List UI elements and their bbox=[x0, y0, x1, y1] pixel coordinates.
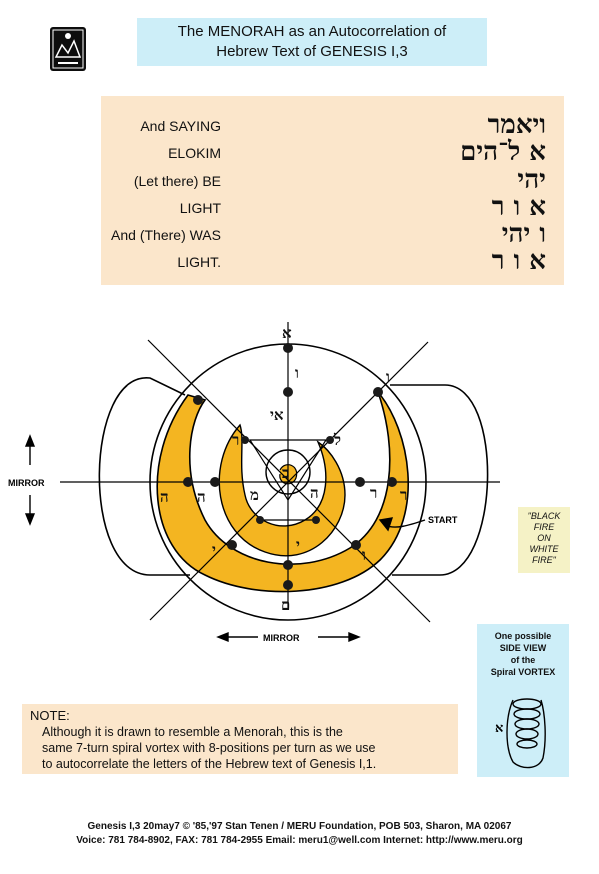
node bbox=[351, 540, 361, 550]
letter-bottom: ם bbox=[281, 596, 290, 614]
node bbox=[183, 477, 193, 487]
letter-center: ב bbox=[282, 464, 289, 482]
letter-center-right: ל bbox=[333, 431, 341, 449]
letter-inner-bottom: י bbox=[296, 536, 300, 554]
verse-english-1: And SAYING bbox=[140, 118, 221, 134]
verse-english-2: ELOKIM bbox=[168, 145, 221, 161]
start-arrow-head bbox=[378, 517, 394, 532]
note-line-3: to autocorrelate the letters of the Hebr… bbox=[42, 757, 377, 771]
verse-hebrew-2: א ל־הים bbox=[460, 137, 546, 167]
node bbox=[210, 477, 220, 487]
verse-hebrew-4: א ו ר bbox=[491, 192, 546, 222]
node bbox=[283, 343, 293, 353]
side-view-label: One possible SIDE VIEW of the Spiral VOR… bbox=[490, 631, 556, 677]
black-fire-line: FIRE" bbox=[532, 555, 556, 565]
mirror-bottom-arrow-head-right bbox=[348, 631, 361, 643]
verse-box: And SAYING ויאמר ELOKIM א ל־הים (Let the… bbox=[101, 96, 564, 285]
mirror-bottom-label: MIRROR bbox=[263, 633, 300, 643]
title-box: The MENORAH as an Autocorrelation of Heb… bbox=[137, 18, 487, 66]
node bbox=[256, 516, 264, 524]
meru-logo-icon bbox=[50, 27, 86, 71]
letter-upper-right: ו bbox=[386, 368, 390, 386]
letter-lower-left: י bbox=[212, 541, 216, 559]
note-box: NOTE: Although it is drawn to resemble a… bbox=[22, 704, 458, 774]
node bbox=[227, 540, 237, 550]
letter-left-outer: ה bbox=[160, 488, 169, 506]
note-line-2: same 7-turn spiral vortex with 8-positio… bbox=[42, 741, 376, 755]
right-lobe bbox=[390, 384, 489, 576]
black-fire-line: ON bbox=[537, 533, 551, 543]
letter-top: א bbox=[282, 324, 292, 342]
spiral-crescent-outer bbox=[156, 391, 409, 593]
verse-hebrew-3: יהי bbox=[517, 165, 546, 195]
note-body: Although it is drawn to resemble a Menor… bbox=[30, 724, 450, 772]
node bbox=[241, 436, 249, 444]
node bbox=[193, 395, 203, 405]
mirror-bottom-arrow-head-left bbox=[216, 631, 229, 643]
note-heading: NOTE: bbox=[30, 708, 70, 723]
title-line-2: Hebrew Text of GENESIS I,3 bbox=[216, 43, 408, 60]
letter-center-left: ר bbox=[232, 431, 239, 449]
verse-hebrew-1: ויאמר bbox=[487, 110, 546, 140]
node bbox=[355, 477, 365, 487]
verse-english-4: LIGHT bbox=[179, 200, 221, 216]
letter-right-inner: ר bbox=[370, 484, 377, 502]
black-fire-line: "BLACK bbox=[527, 511, 561, 521]
node bbox=[283, 387, 293, 397]
mirror-left-arrow-head-down bbox=[24, 513, 36, 526]
black-fire-line: WHITE bbox=[529, 544, 559, 554]
letter-left-inner: ה bbox=[197, 488, 206, 506]
footer-line-2: Voice: 781 784-8902, FAX: 781 784-2955 E… bbox=[76, 835, 523, 846]
black-fire-line: FIRE bbox=[533, 522, 555, 532]
letter-inner-left: מ bbox=[250, 486, 259, 504]
menorah-spiral-diagram: א ו ו ר ר אי ר ל ב ה ה ה מ י י ו ם MIRRO… bbox=[8, 322, 500, 643]
inner-triangle bbox=[248, 439, 328, 502]
side-view-box: One possible SIDE VIEW of the Spiral VOR… bbox=[477, 624, 569, 777]
verse-hebrew-6: א ו ר bbox=[491, 246, 546, 276]
node bbox=[312, 516, 320, 524]
letter-right-outer: ר bbox=[400, 486, 407, 504]
letter-lower-right: ו bbox=[362, 546, 366, 564]
diagonal-axis-2 bbox=[149, 341, 429, 621]
footer-line-1: Genesis I,3 20may7 © '85,'97 Stan Tenen … bbox=[87, 821, 512, 832]
footer: Genesis I,3 20may7 © '85,'97 Stan Tenen … bbox=[0, 820, 599, 848]
node bbox=[373, 387, 383, 397]
verse-english-5: And (There) WAS bbox=[111, 227, 221, 243]
start-label: START bbox=[428, 515, 458, 525]
mirror-left-arrow-head-up bbox=[24, 434, 36, 447]
node bbox=[283, 560, 293, 570]
left-lobe bbox=[98, 377, 190, 576]
mirror-left-label: MIRROR bbox=[8, 478, 45, 488]
node bbox=[283, 580, 293, 590]
note-line-1: Although it is drawn to resemble a Menor… bbox=[42, 725, 343, 739]
side-view-letter: א bbox=[495, 721, 503, 736]
verse-english-6: LIGHT. bbox=[177, 254, 221, 270]
node bbox=[326, 436, 334, 444]
node bbox=[387, 477, 397, 487]
letter-center-upper: אי bbox=[270, 406, 284, 424]
title-line-1: The MENORAH as an Autocorrelation of bbox=[177, 23, 447, 40]
black-fire-box: "BLACK FIRE ON WHITE FIRE" bbox=[518, 507, 570, 573]
verse-english-3: (Let there) BE bbox=[133, 173, 221, 189]
spiral-vortex-side-icon: א bbox=[495, 698, 546, 769]
verse-hebrew-5: ו יהי bbox=[501, 219, 546, 249]
letter-upper-mid: ו bbox=[295, 364, 299, 382]
letter-inner-right: ה bbox=[310, 484, 319, 502]
